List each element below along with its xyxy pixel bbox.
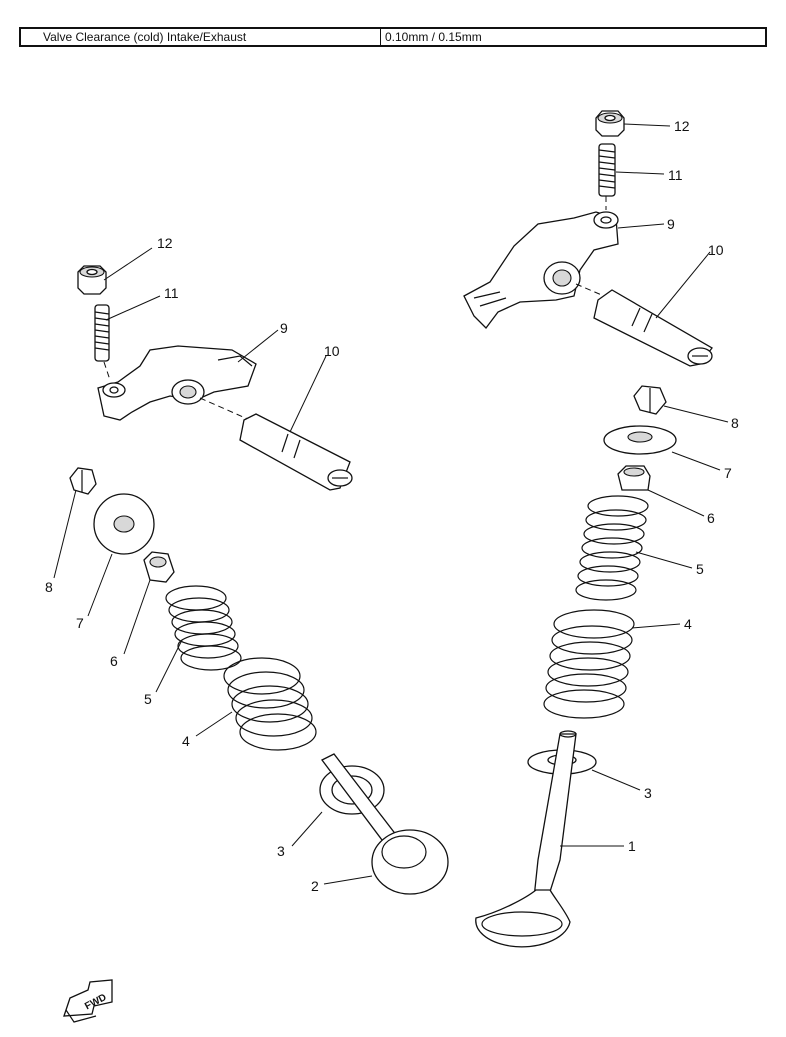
right-rocker-arm-9 xyxy=(463,211,619,329)
right-nut-12 xyxy=(595,110,625,137)
right-spring-retainer-7 xyxy=(603,425,677,455)
label-left-2: 2 xyxy=(311,878,319,894)
label-left-5: 5 xyxy=(144,691,152,707)
label-right-6: 6 xyxy=(707,510,715,526)
label-right-11: 11 xyxy=(668,167,683,183)
label-left-11: 11 xyxy=(164,285,179,301)
left-nut-12 xyxy=(77,265,107,295)
label-right-5: 5 xyxy=(696,561,704,577)
label-left-8: 8 xyxy=(45,579,53,595)
label-right-9: 9 xyxy=(667,216,675,232)
right-valve-cotter-8 xyxy=(633,385,667,415)
left-outer-spring-4 xyxy=(223,657,317,751)
spec-value: 0.10mm / 0.15mm xyxy=(385,30,482,44)
left-rocker-shaft-10 xyxy=(199,397,353,491)
label-right-12: 12 xyxy=(674,118,690,134)
left-inner-spring-5 xyxy=(165,585,242,671)
label-right-3: 3 xyxy=(644,785,652,801)
label-left-3: 3 xyxy=(277,843,285,859)
left-valve-2 xyxy=(321,753,449,895)
label-left-7: 7 xyxy=(76,615,84,631)
left-adjuster-screw-11 xyxy=(94,304,111,381)
right-inner-spring-5 xyxy=(575,495,649,601)
spec-table: Valve Clearance (cold) Intake/Exhaust 0.… xyxy=(19,27,767,47)
label-right-8: 8 xyxy=(731,415,739,431)
left-spring-retainer-7 xyxy=(93,493,155,555)
right-valve-1 xyxy=(475,730,577,948)
spec-parameter: Valve Clearance (cold) Intake/Exhaust xyxy=(21,29,381,45)
right-outer-spring-4 xyxy=(543,609,635,719)
right-valve-seal-6 xyxy=(617,465,651,491)
label-right-1: 1 xyxy=(628,838,636,854)
left-valve-cotter-8 xyxy=(69,467,97,495)
label-left-6: 6 xyxy=(110,653,118,669)
left-rocker-arm-9 xyxy=(97,345,257,421)
left-valve-seal-6 xyxy=(143,551,175,583)
right-rocker-shaft-10 xyxy=(575,283,713,367)
label-left-9: 9 xyxy=(280,320,288,336)
forward-arrow-icon: FWD xyxy=(63,979,113,1023)
label-right-4: 4 xyxy=(684,616,692,632)
label-left-10: 10 xyxy=(324,343,340,359)
label-right-10: 10 xyxy=(708,242,724,258)
label-left-12: 12 xyxy=(157,235,173,251)
right-adjuster-screw-11 xyxy=(598,143,616,210)
label-left-4: 4 xyxy=(182,733,190,749)
label-right-7: 7 xyxy=(724,465,732,481)
